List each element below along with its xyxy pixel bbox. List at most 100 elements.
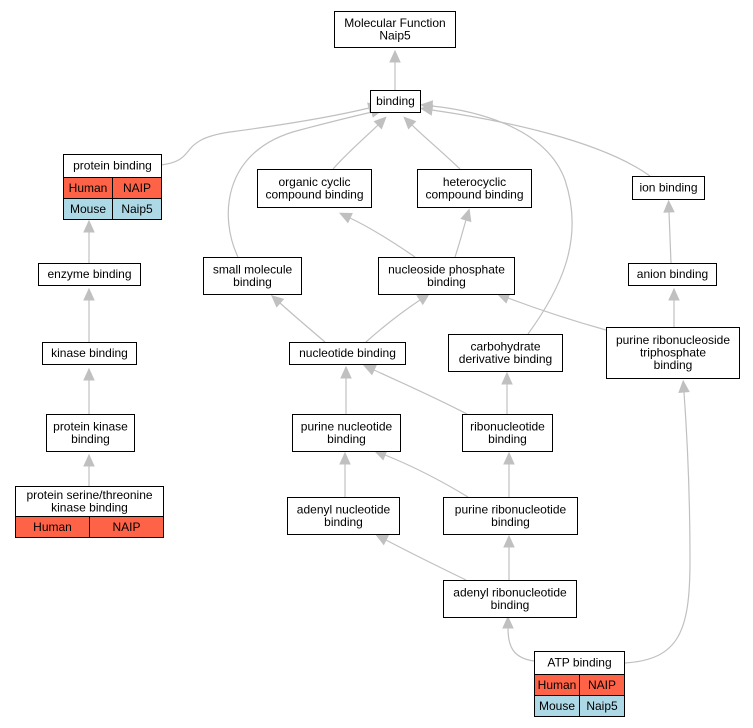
node-label: carbohydrate bbox=[470, 339, 540, 353]
node-label: heterocyclic bbox=[443, 175, 506, 189]
arrowhead bbox=[501, 371, 513, 385]
edge-line bbox=[365, 299, 421, 343]
edge-ser_thr_kinase-to-protein_kinase bbox=[83, 453, 95, 486]
node-nucleotide-binding[interactable]: nucleotide binding bbox=[289, 342, 406, 365]
node-label: binding bbox=[654, 358, 693, 372]
edge-line bbox=[507, 627, 535, 662]
arrowhead bbox=[340, 365, 352, 379]
edge-line bbox=[227, 111, 373, 258]
edge-ribonucleotide-to-nucleotide_binding bbox=[362, 364, 468, 415]
arrowhead bbox=[373, 116, 387, 130]
node-label: compound binding bbox=[425, 187, 523, 201]
node-box bbox=[448, 334, 563, 372]
node-label: purine ribonucleotide bbox=[455, 502, 567, 516]
node-label: adenyl nucleotide bbox=[297, 502, 391, 516]
node-label: kinase binding bbox=[51, 346, 128, 360]
gene-label: NAIP bbox=[123, 181, 151, 195]
node-label: purine nucleotide bbox=[301, 419, 393, 433]
edge-nucleotide_binding-to-nucleoside_phosphate bbox=[365, 293, 431, 343]
node-label: nucleotide binding bbox=[299, 346, 396, 360]
node-label: protein binding bbox=[73, 159, 152, 173]
edge-kinase_binding-to-enzyme_binding bbox=[83, 287, 95, 342]
node-label: derivative binding bbox=[459, 352, 552, 366]
node-label: binding bbox=[233, 275, 272, 289]
node-box bbox=[42, 342, 137, 365]
edge-purine_ribonucleotide-to-ribonucleotide bbox=[503, 451, 515, 497]
edge-adenyl_ribonucleotide-to-adenyl_nucleotide bbox=[375, 534, 467, 581]
node-box bbox=[462, 414, 553, 452]
node-label: purine ribonucleoside bbox=[616, 333, 730, 347]
node-box bbox=[417, 169, 532, 208]
arrowhead bbox=[419, 100, 434, 112]
node-box bbox=[38, 263, 141, 286]
edge-line bbox=[411, 124, 461, 170]
edge-line bbox=[431, 109, 651, 177]
node-box bbox=[628, 263, 717, 286]
arrowhead bbox=[83, 367, 95, 381]
edge-anion_binding-to-ion_binding bbox=[663, 199, 675, 264]
edge-line bbox=[332, 124, 379, 170]
node-box bbox=[606, 327, 740, 379]
edge-purine_nucleotide-to-nucleotide_binding bbox=[340, 365, 352, 414]
arrowhead bbox=[460, 208, 472, 223]
arrowhead bbox=[663, 199, 675, 213]
node-label: binding bbox=[427, 275, 466, 289]
node-label: Naip5 bbox=[379, 28, 411, 42]
arrowhead bbox=[502, 615, 514, 629]
edge-purine_ribonucleoside_tp-to-anion_binding bbox=[668, 287, 680, 327]
node-anion-binding[interactable]: anion binding bbox=[628, 263, 717, 286]
species-label: Human bbox=[33, 520, 72, 534]
node-box bbox=[15, 486, 164, 517]
arrowhead bbox=[83, 219, 95, 233]
node-binding[interactable]: binding bbox=[370, 90, 421, 113]
edge-carbohydrate_deriv-to-binding bbox=[419, 100, 573, 335]
node-box bbox=[632, 176, 705, 200]
edge-line bbox=[623, 391, 691, 664]
node-label: binding bbox=[71, 432, 110, 446]
edge-enzyme_binding-to-protein_binding bbox=[83, 219, 95, 263]
gene-cell bbox=[112, 198, 162, 220]
edge-line bbox=[373, 369, 468, 415]
node-label: Molecular Function bbox=[344, 16, 445, 30]
node-label: binding bbox=[491, 598, 530, 612]
node-label: anion binding bbox=[637, 267, 708, 281]
node-label: ion binding bbox=[639, 181, 697, 195]
edge-protein_kinase-to-kinase_binding bbox=[83, 367, 95, 414]
node-label: kinase binding bbox=[51, 500, 128, 514]
edge-nucleoside_phosphate-to-heterocyclic bbox=[454, 208, 472, 258]
node-label: enzyme binding bbox=[47, 267, 131, 281]
node-box bbox=[370, 90, 421, 113]
arrowhead bbox=[375, 534, 390, 546]
node-label: small molecule bbox=[213, 262, 293, 276]
edge-line bbox=[507, 297, 607, 331]
node-enzyme-binding[interactable]: enzyme binding bbox=[38, 263, 141, 286]
node-label: binding bbox=[327, 432, 366, 446]
node-box bbox=[203, 257, 302, 295]
node-kinase-binding[interactable]: kinase binding bbox=[42, 342, 137, 365]
node-box bbox=[378, 257, 515, 295]
edge-line bbox=[279, 302, 326, 343]
node-ion-binding[interactable]: ion binding bbox=[632, 176, 705, 200]
edge-nucleoside_phosphate-to-org_cyclic bbox=[339, 212, 416, 258]
gene-label: NAIP bbox=[588, 678, 616, 692]
gene-label: Naip5 bbox=[586, 699, 618, 713]
edge-ribonucleotide-to-carbohydrate_deriv bbox=[501, 371, 513, 414]
arrowhead bbox=[503, 534, 515, 548]
